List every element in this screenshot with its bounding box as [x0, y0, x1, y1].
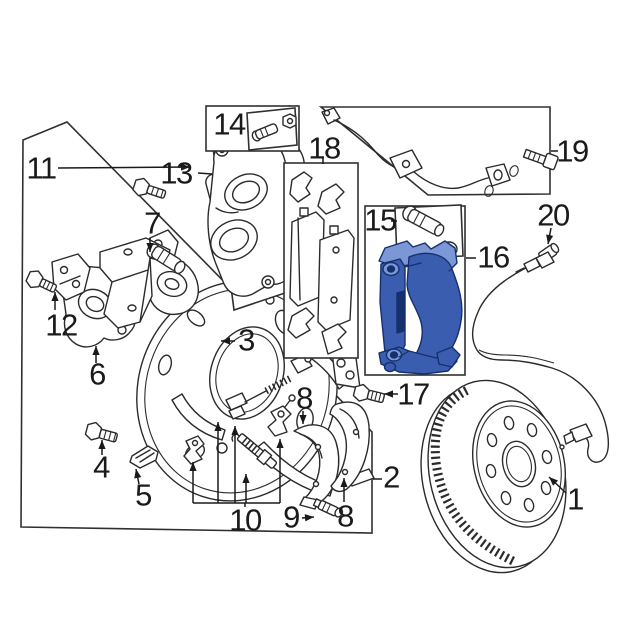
arrowhead-7	[146, 243, 154, 252]
part-label-5: 5	[135, 477, 152, 513]
mounting-bracket	[99, 237, 171, 329]
arrowhead-10	[276, 439, 284, 448]
part-label-20: 20	[537, 197, 570, 233]
part-17-bolt	[352, 383, 386, 404]
part-label-3: 3	[238, 322, 255, 358]
arrowhead-5	[134, 469, 142, 479]
part-label-8: 8	[296, 380, 313, 416]
arrowhead-10	[242, 474, 250, 483]
part-label-13: 13	[160, 155, 193, 191]
part-8-brake-shoe-right	[329, 401, 370, 493]
arrowhead-8	[299, 415, 307, 424]
part-1-rotor	[420, 379, 567, 574]
part-5-wedge	[129, 445, 159, 469]
part-9-pin	[312, 498, 344, 518]
part-label-6: 6	[89, 356, 106, 392]
arrowhead-10	[231, 426, 239, 435]
arrowhead-8	[340, 478, 348, 487]
parking-brake-lever	[267, 394, 296, 437]
part-15-guide-pin	[402, 205, 445, 237]
arrowhead-11	[180, 163, 190, 171]
arrowhead-4	[98, 440, 106, 449]
part-11-bolt	[132, 177, 167, 199]
part-16-caliper-bracket	[378, 240, 463, 375]
part-label-7: 7	[144, 205, 161, 241]
part-14-box	[205, 105, 300, 152]
arrowhead-1	[549, 477, 559, 486]
parking-brake-cable	[225, 354, 313, 420]
adjuster-lever	[183, 435, 205, 465]
callout-11	[57, 166, 191, 169]
part-18-pad-kit-box	[283, 162, 359, 359]
arrowhead-12	[51, 292, 59, 301]
part-label-15: 15	[364, 202, 397, 238]
part-label-16: 16	[477, 239, 510, 275]
part-label-9: 9	[283, 499, 300, 535]
part-label-1: 1	[567, 481, 584, 517]
callout-lines	[51, 150, 567, 522]
callout-13	[197, 172, 213, 175]
part-label-4: 4	[93, 449, 110, 485]
part-label-10: 10	[229, 502, 262, 538]
arrowhead-20	[546, 234, 554, 244]
part-12-bolt	[25, 270, 58, 293]
arrowhead-9	[304, 514, 314, 522]
part-19-hose-box	[318, 106, 559, 197]
arrowhead-3	[221, 337, 230, 345]
part-20-abs-sensor	[471, 242, 610, 463]
arrowhead-10	[189, 462, 197, 471]
shoe-adjuster-screw	[231, 433, 278, 469]
assembly-region-outline	[20, 121, 373, 534]
part-label-14: 14	[213, 106, 246, 142]
part-label-17: 17	[397, 376, 430, 412]
part-label-8: 8	[337, 498, 354, 534]
part-label-2: 2	[383, 459, 400, 495]
part-label-12: 12	[45, 307, 78, 343]
part-label-11: 11	[26, 150, 57, 186]
arrowhead-10	[214, 422, 222, 431]
part-label-18: 18	[308, 130, 341, 166]
arrowhead-17	[384, 390, 393, 398]
arrowhead-6	[92, 346, 100, 355]
part-4-bolt	[84, 421, 118, 443]
part-label-19: 19	[556, 133, 589, 169]
